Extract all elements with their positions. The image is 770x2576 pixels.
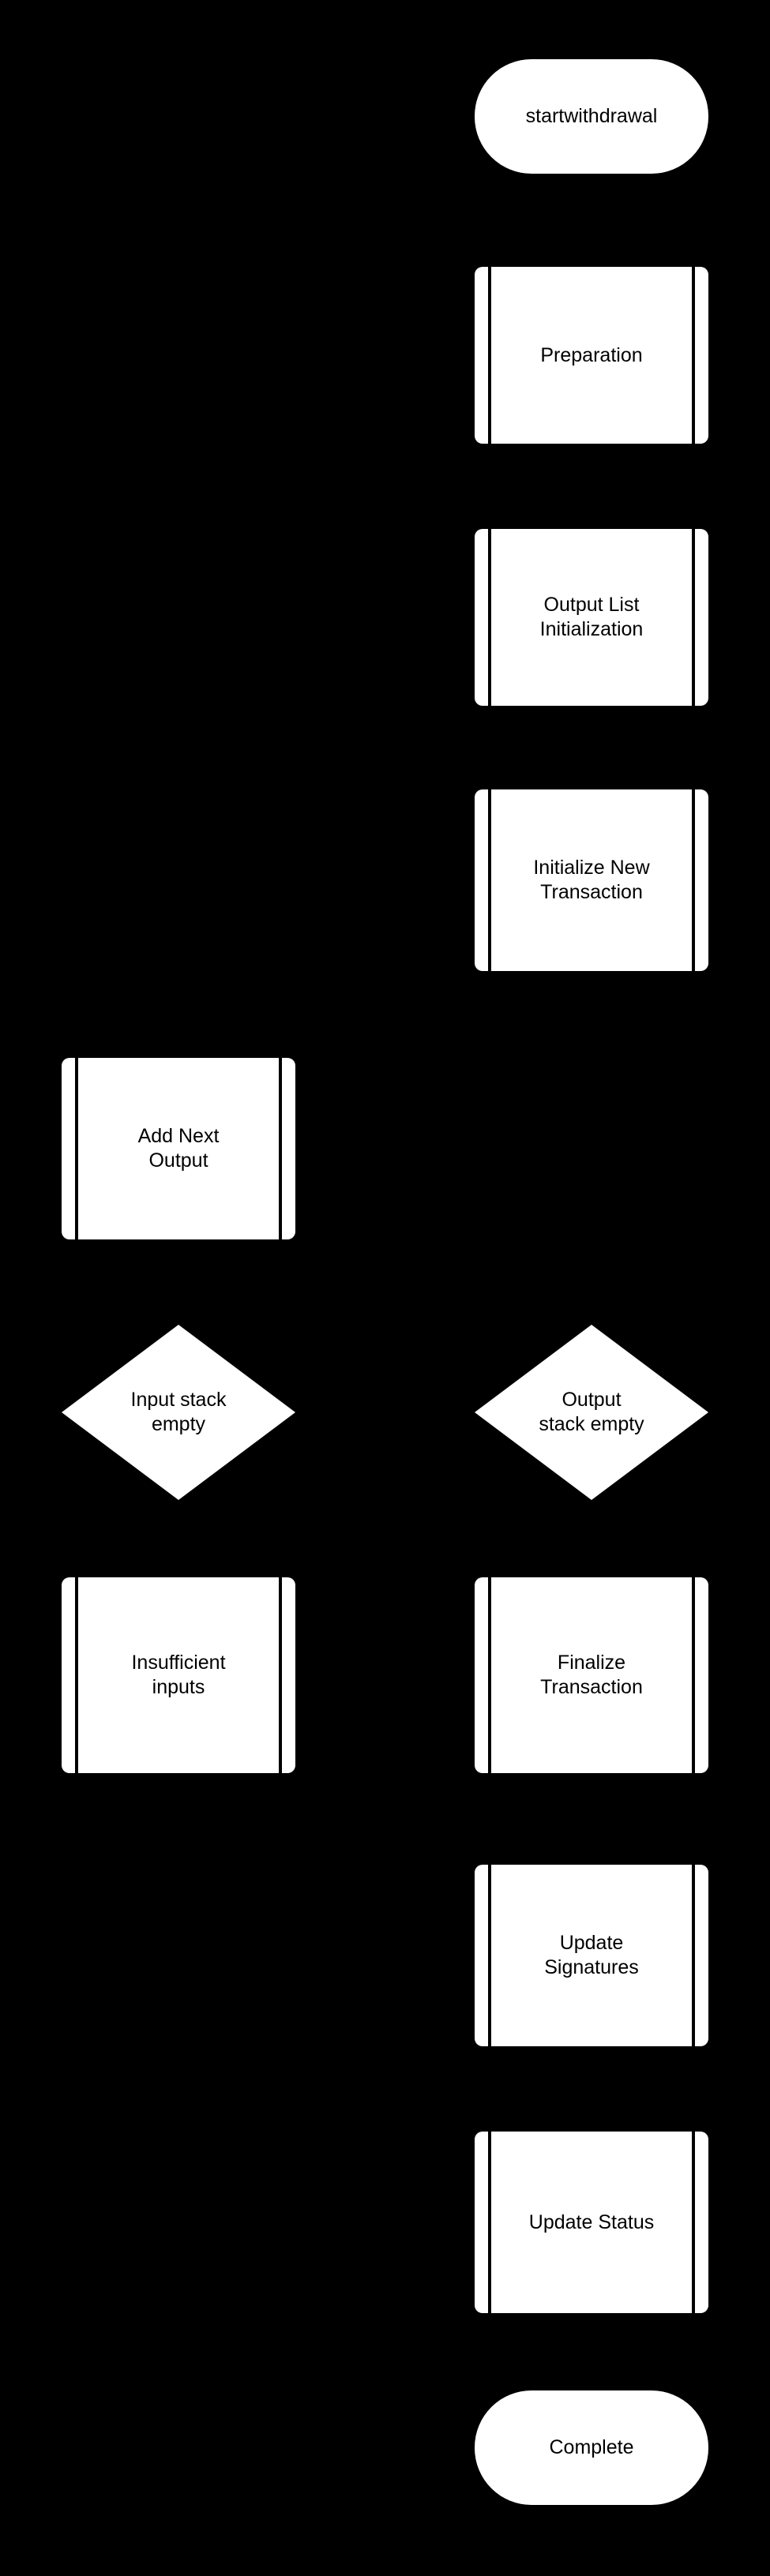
node-preparation[interactable]: Preparation (475, 267, 708, 444)
node-output-list-initialization-label: Output List Initialization (539, 594, 644, 640)
node-output-stack-empty[interactable]: Output stack empty (475, 1325, 708, 1500)
node-complete-label: Complete (549, 2436, 634, 2458)
subroutine-right-bar-icon (279, 1058, 282, 1239)
node-insufficient-inputs[interactable]: Insufficient inputs (62, 1577, 295, 1773)
subroutine-left-bar-icon (75, 1577, 78, 1773)
subroutine-left-bar-icon (488, 267, 491, 444)
node-complete[interactable]: Complete (475, 2390, 708, 2505)
node-finalize-transaction[interactable]: Finalize Transaction (475, 1577, 708, 1773)
node-update-status[interactable]: Update Status (475, 2132, 708, 2313)
node-add-next-output-label: Add Next Output (137, 1125, 220, 1172)
node-update-status-label: Update Status (528, 2210, 655, 2233)
node-startwithdrawal[interactable]: startwithdrawal (475, 59, 708, 174)
subroutine-right-bar-icon (692, 267, 695, 444)
subroutine-right-bar-icon (692, 1865, 695, 2046)
node-output-list-initialization[interactable]: Output List Initialization (475, 529, 708, 706)
subroutine-left-bar-icon (488, 789, 491, 971)
node-input-stack-empty-label: Input stack empty (130, 1389, 227, 1435)
node-preparation-label: Preparation (540, 343, 643, 366)
subroutine-right-bar-icon (692, 789, 695, 971)
subroutine-left-bar-icon (488, 1865, 491, 2046)
subroutine-right-bar-icon (692, 1577, 695, 1773)
node-insufficient-inputs-label: Insufficient inputs (131, 1652, 226, 1698)
subroutine-left-bar-icon (488, 1577, 491, 1773)
subroutine-right-bar-icon (692, 2132, 695, 2313)
node-initialize-new-transaction[interactable]: Initialize New Transaction (475, 789, 708, 971)
subroutine-right-bar-icon (279, 1577, 282, 1773)
subroutine-right-bar-icon (692, 529, 695, 706)
subroutine-left-bar-icon (75, 1058, 78, 1239)
node-startwithdrawal-label: startwithdrawal (525, 105, 658, 127)
node-input-stack-empty[interactable]: Input stack empty (62, 1325, 295, 1500)
node-output-stack-empty-label: Output stack empty (539, 1389, 644, 1435)
subroutine-left-bar-icon (488, 529, 491, 706)
subroutine-left-bar-icon (488, 2132, 491, 2313)
node-add-next-output[interactable]: Add Next Output (62, 1058, 295, 1239)
node-finalize-transaction-label: Finalize Transaction (540, 1652, 643, 1698)
node-initialize-new-transaction-label: Initialize New Transaction (533, 857, 650, 903)
node-update-signatures[interactable]: Update Signatures (475, 1865, 708, 2046)
node-update-signatures-label: Update Signatures (544, 1932, 639, 1978)
